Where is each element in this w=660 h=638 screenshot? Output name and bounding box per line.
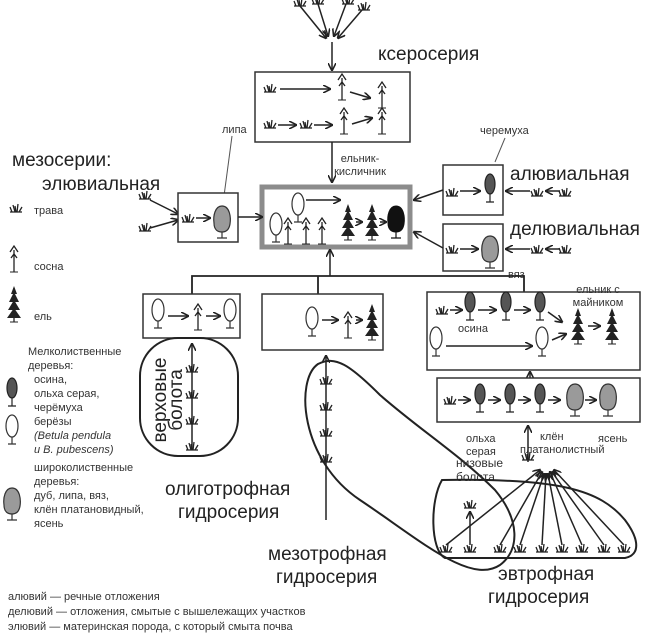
svg-text:ольха серая,: ольха серая, — [34, 388, 99, 400]
oligotrophic-label-1: олиготрофная — [165, 479, 290, 500]
climax-box — [259, 184, 413, 250]
svg-text:и B. pubescens): и B. pubescens) — [34, 444, 114, 456]
spruce-maianthemum-label-2: майником — [573, 297, 624, 309]
xeroseries-inputs — [293, 0, 371, 70]
grey-alder-label-1: ольха — [466, 433, 496, 445]
svg-text:(Betula pendula: (Betula pendula — [34, 430, 111, 442]
xeroseries-box — [254, 71, 411, 143]
deluvial-box — [414, 223, 572, 272]
elm-label: вяз — [508, 269, 525, 281]
ash-label: ясень — [598, 433, 628, 445]
maple-label-2: платанолистный — [520, 444, 604, 456]
spruce-maianthemum-label-1: ельник с — [576, 284, 620, 296]
svg-text:черёмуха: черёмуха — [34, 402, 84, 414]
svg-text:осина,: осина, — [34, 374, 67, 386]
svg-text:дуб, липа, вяз,: дуб, липа, вяз, — [34, 490, 109, 502]
eluvial-label: элювиальная — [42, 174, 160, 195]
svg-text:берёзы: берёзы — [34, 416, 72, 428]
eluvial-box — [138, 190, 262, 243]
eutrophic-label-2: гидросерия — [488, 587, 589, 608]
mesotrophic-label-2: гидросерия — [276, 567, 377, 588]
svg-text:ясень: ясень — [34, 518, 64, 530]
alluvial-label: алювиальная — [510, 164, 630, 185]
svg-text:Мелколиственные: Мелколиственные — [28, 346, 121, 358]
alluvial-box — [414, 164, 572, 216]
svg-text:клён платановидный,: клён платановидный, — [34, 504, 144, 516]
svg-text:широколиственные: широколиственные — [34, 462, 133, 474]
mesotrophic-box — [261, 293, 516, 571]
bird-cherry-label: черемуха — [480, 125, 530, 137]
svg-text:трава: трава — [34, 205, 64, 217]
footnote-eluvium: элювий — материнская порода, с который с… — [8, 621, 293, 633]
spruce-oxalis-label-1: ельник- — [341, 153, 380, 165]
eutrophic-label-1: эвтрофная — [498, 564, 594, 585]
raised-bogs-label-2: болота — [166, 369, 187, 431]
spruce-oxalis-label-2: кисличник — [334, 166, 386, 178]
eutrophic-fan — [432, 470, 638, 559]
deluvial-label: делювиальная — [510, 219, 640, 240]
grey-alder-label-2: серая — [466, 446, 496, 458]
oligotrophic-box — [139, 293, 241, 457]
mesoseries-label: мезосерии: — [12, 150, 111, 171]
footnote-alluvium: алювий — речные отложения — [8, 591, 160, 603]
eutrophic-tree-box — [436, 377, 641, 423]
oligotrophic-label-2: гидросерия — [178, 502, 279, 523]
svg-text:ель: ель — [34, 311, 52, 323]
lower-connectors — [191, 250, 525, 294]
svg-text:сосна: сосна — [34, 261, 64, 273]
svg-text:деревья:: деревья: — [34, 476, 79, 488]
lowland-bogs-label-2: болота — [456, 470, 495, 484]
mesotrophic-label-1: мезотрофная — [268, 544, 387, 565]
raised-bogs-label-1: верховые — [150, 358, 171, 443]
lowland-bogs-label-1: низовые — [456, 456, 503, 470]
svg-text:деревья:: деревья: — [28, 360, 73, 372]
linden-label: липа — [222, 124, 248, 136]
eutrophic-forest-box — [426, 291, 641, 371]
xeroseries-label: ксеросерия — [378, 44, 479, 65]
footnote-deluvium: делювий — отложения, смытые с вышележащи… — [8, 606, 306, 618]
maple-label-1: клён — [540, 431, 564, 443]
aspen-label: осина — [458, 323, 489, 335]
legend: трава сосна ель Мелколиственные деревья:… — [3, 203, 144, 530]
